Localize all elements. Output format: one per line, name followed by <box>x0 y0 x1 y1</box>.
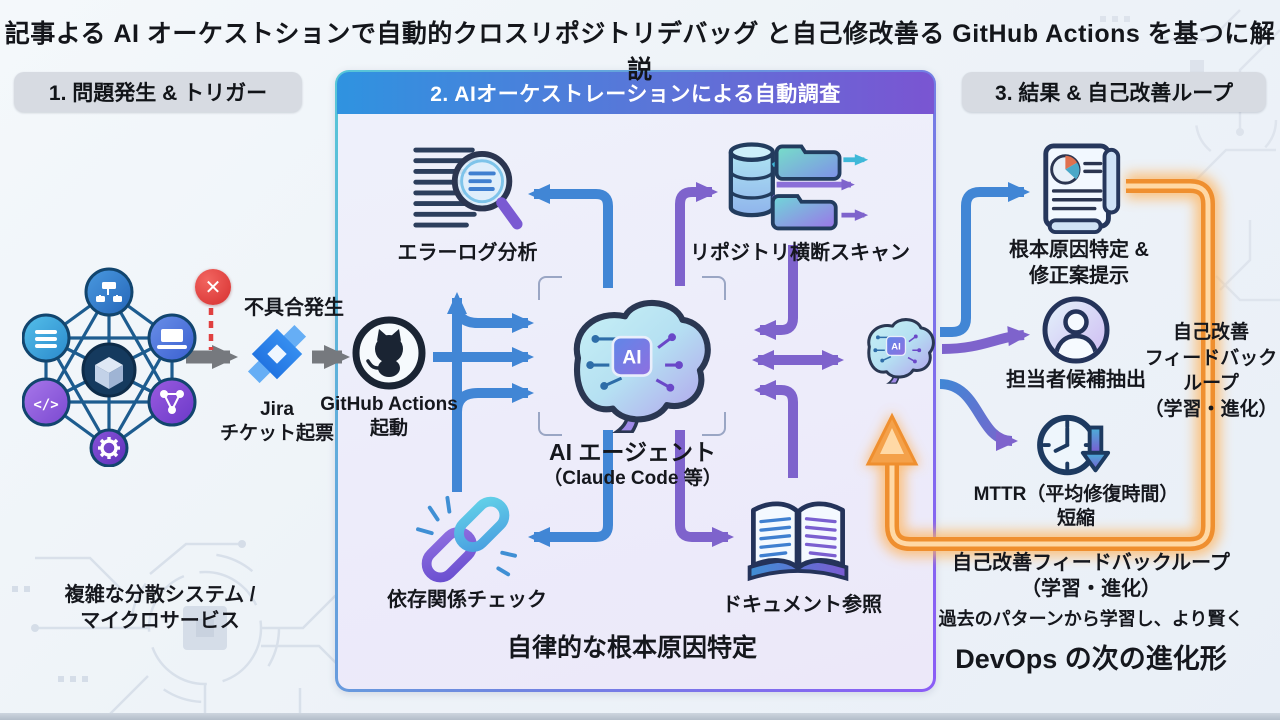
mttr-clock-icon <box>1037 414 1111 476</box>
report-scroll-icon <box>1043 143 1121 235</box>
repo-scan-label: リポジトリ横断スキャン <box>690 242 910 264</box>
jira-label: Jira チケット起票 <box>219 399 334 445</box>
agent-label: AI エージェント （Claude Code 等） <box>543 439 722 490</box>
error-log-label: エラーログ分析 <box>397 242 538 264</box>
open-book-icon <box>747 501 849 582</box>
section2-footer: 自律的な根本原因特定 <box>506 634 757 662</box>
svg-text:</>: </> <box>33 397 58 413</box>
distributed-system-network-icon: </> <box>22 267 197 467</box>
loop-side-label: 自己改善 フィードバック ループ （学習・進化） <box>1144 322 1278 420</box>
page-title: 記事よる AI オーケストションで自動的クロスリポジトリデバッグ と自己修改善る… <box>4 20 1276 84</box>
github-icon <box>352 316 426 390</box>
ai-brain-icon <box>544 278 720 433</box>
jira-icon <box>247 324 307 384</box>
ai-brain-small-icon <box>853 306 939 385</box>
document-label: ドキュメント参照 <box>722 594 882 616</box>
root-cause-label: 根本原因特定 & 修正案提示 <box>1009 239 1149 287</box>
repo-scan-icon <box>728 142 869 231</box>
log-search-icon <box>413 147 523 230</box>
assignee-person-icon <box>1042 296 1110 364</box>
loop-bottom-label: 自己改善フィードバックループ （学習・進化） <box>952 552 1230 600</box>
dependency-label: 依存関係チェック <box>387 589 547 611</box>
section2-header: 2. AIオーケストレーションによる自動調査 <box>337 72 934 114</box>
chain-link-icon <box>416 495 517 583</box>
github-label: GitHub Actions 起動 <box>320 394 458 440</box>
failure-label: 不具合発生 <box>244 297 344 319</box>
error-x-icon: ✕ <box>195 269 231 305</box>
learning-note: 過去のパターンから学習し、より賢く <box>938 609 1244 629</box>
section1-header: 1. 問題発生 & トリガー <box>14 72 302 112</box>
mttr-label: MTTR（平均修復時間） 短縮 <box>973 484 1179 530</box>
system-label: 複雑な分散システム / マイクロサービス <box>64 584 256 632</box>
devops-conclusion: DevOps の次の進化形 <box>955 644 1227 674</box>
bottom-edge-band <box>0 713 1280 720</box>
